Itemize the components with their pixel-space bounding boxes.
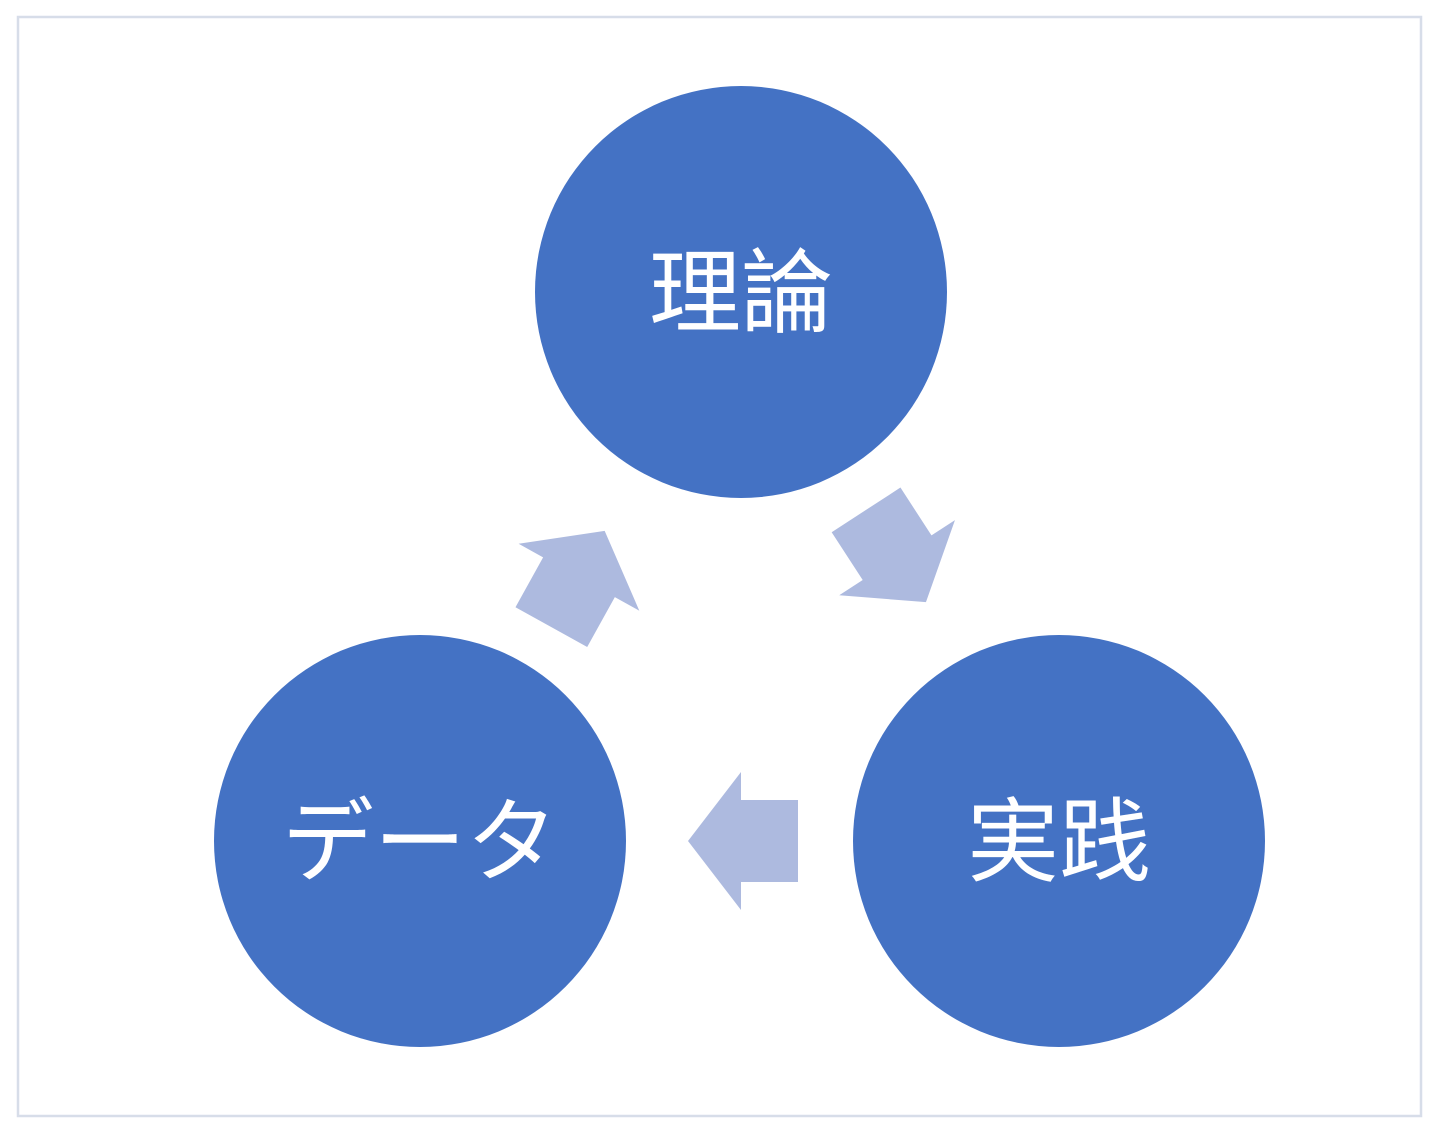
page-border — [16, 15, 1423, 1118]
node-data-circle — [214, 635, 626, 1047]
arrow-practice-to-data — [688, 772, 798, 910]
node-practice-circle — [853, 635, 1265, 1047]
node-theory-circle — [535, 86, 947, 498]
arrow-data-to-theory — [515, 530, 640, 647]
arrow-theory-to-practice — [831, 487, 955, 603]
node-theory-label: 理論 — [649, 243, 833, 345]
node-data-label: データ — [282, 792, 558, 894]
node-practice-label: 実践 — [967, 792, 1151, 894]
